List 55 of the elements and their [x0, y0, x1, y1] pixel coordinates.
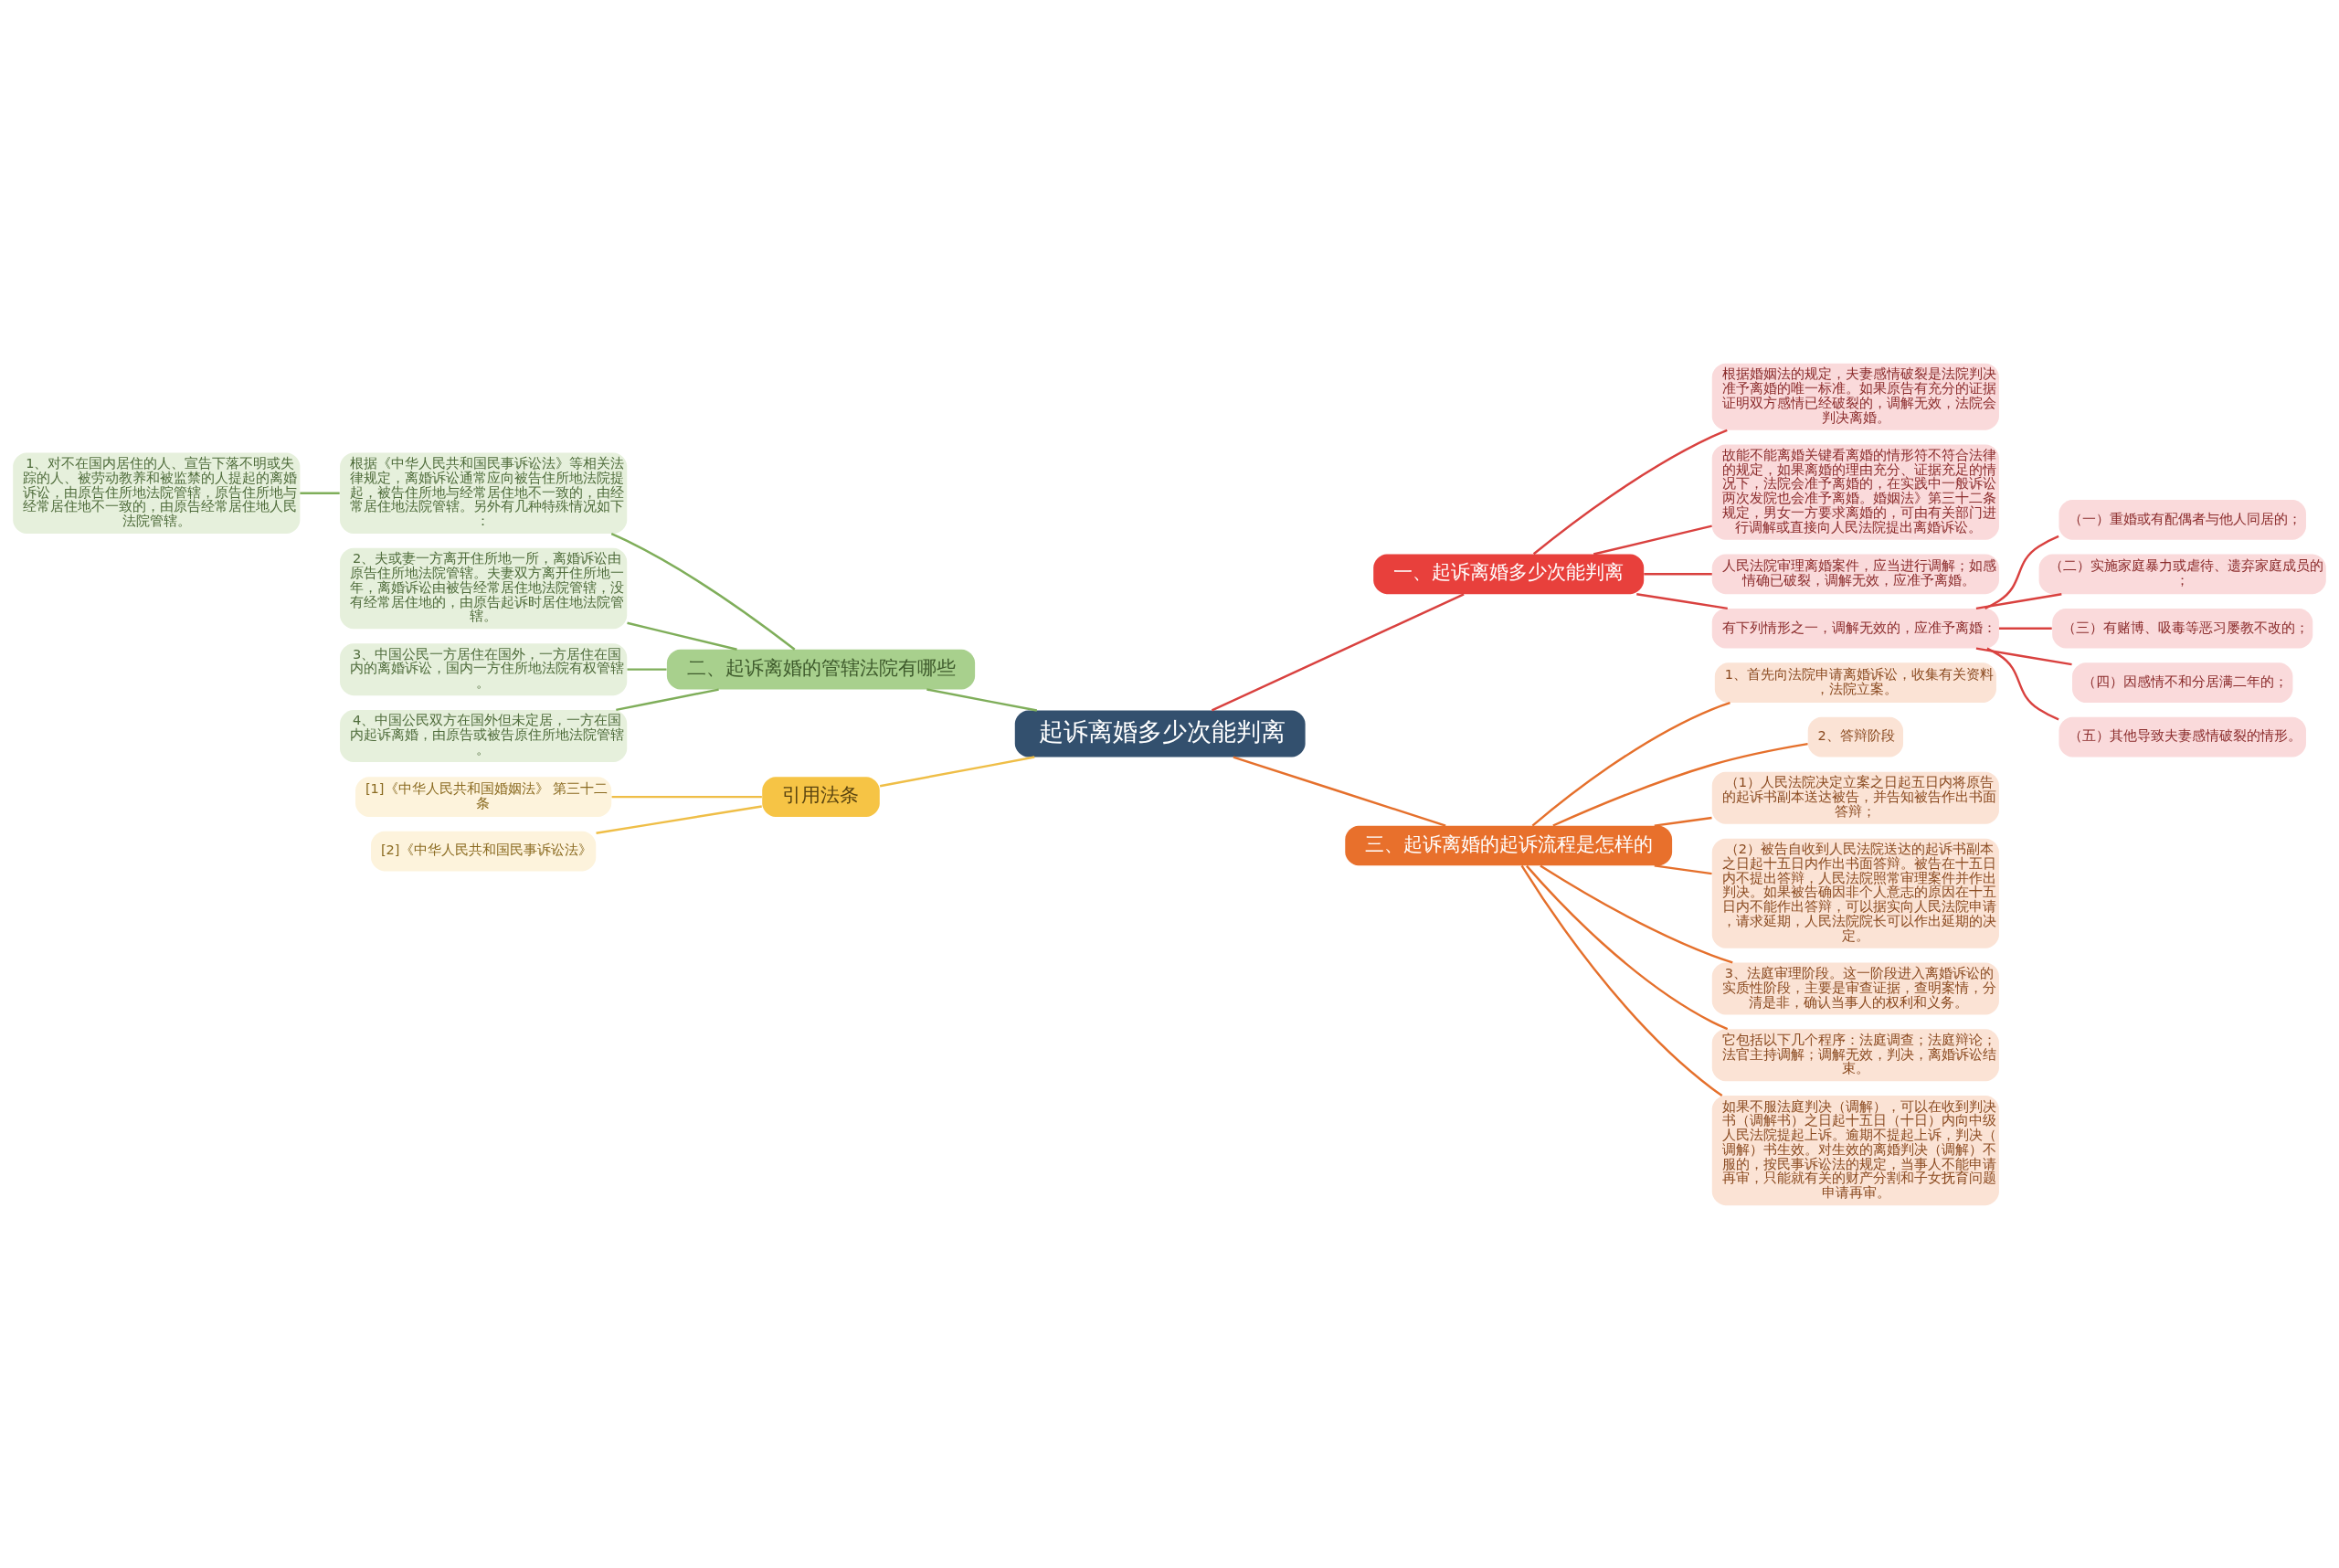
connector [1520, 864, 1723, 1097]
node-box: 根据《中华人民共和国民事诉讼法》等相关法律规定，离婚诉讼通常应向被告住所地法院提起，被告住所地与经常居住地不一致的，由经常居住地法院管辖。另外有几种特殊情况如下： [340, 452, 628, 534]
node-box: 1、首先向法院申请离婚诉讼，收集有关资料，法院立案。 [1714, 662, 1996, 703]
node-box: 4、中国公民双方在国外但未定居，一方在国内起诉离婚，由原告或被告原住所地法院管辖。 [340, 709, 628, 762]
node-box: （五）其他导致夫妻感情破裂的情形。 [2059, 716, 2306, 757]
node-box: 2、夫或妻一方离开住所地一所，离婚诉讼由原告住所地法院管辖。夫妻双方离开住所地一年，离婚诉讼由被告经常居住地法院管辖，没有经常居住地的，由原告起诉时居住地法院管辖。 [340, 547, 628, 629]
connector [1644, 572, 1712, 576]
connector [1552, 742, 1808, 827]
node-box: 3、法庭审理阶段。这一阶段进入离婚诉讼的实质性阶段，主要是审查证据，查明案情，分清是非，确认当事人的权利和义务。 [1711, 962, 1999, 1014]
connector [611, 795, 762, 798]
node-box: 根据婚姻法的规定，夫妻感情破裂是法院判决准予离婚的唯一标准。如果原告有充分的证据证明双方感情已经破裂的，调解无效，法院会判决离婚。 [1711, 363, 1999, 430]
node-box: [2]《中华人民共和国民事诉讼法》 [371, 831, 597, 871]
node-box: 有下列情形之一，调解无效的，应准予离婚： [1711, 608, 1999, 649]
node-box: （三）有赌博、吸毒等恶习屡教不改的； [2052, 608, 2313, 649]
connector [596, 804, 762, 834]
node-box: （二）实施家庭暴力或虐待、遗弃家庭成员的； [2038, 554, 2326, 594]
node-box: （一）重婚或有配偶者与他人同居的； [2059, 499, 2306, 540]
connector [1526, 864, 1729, 1030]
connector [1975, 646, 2072, 665]
connector [1984, 535, 2059, 609]
node-box: 起诉离婚多少次能判离 [1014, 710, 1306, 757]
node-box: （2）被告自收到人民法院送达的起诉书副本之日起十五日内作出书面答辩。被告在十五日内不提出答辩，人民法院照常审理案件并作出判决。如果被告确因非个人意志的原因在十五日内不能作出答辩，可以据实向人民法院申请，请求延期，人民法院院长可以作出延期的决定。 [1711, 838, 1999, 948]
connector [1532, 429, 1728, 555]
connector [1975, 592, 2062, 609]
connector [616, 687, 719, 711]
connector [1593, 524, 1712, 556]
node-box: 1、对不在国内居住的人、宣告下落不明或失踪的人、被劳动教养和被监禁的人提起的离婚诉讼，由原告住所地法院管辖，原告住所地与经常居住地不一致的，由原告经常居住地人民法院管辖。 [13, 452, 301, 534]
node-box: 人民法院审理离婚案件，应当进行调解；如感情确已破裂，调解无效，应准予离婚。 [1711, 554, 1999, 594]
node-box: 一、起诉离婚多少次能判离 [1373, 554, 1645, 594]
connector [1531, 701, 1730, 827]
node-box: （1）人民法院决定立案之日起五日内将原告的起诉书副本送达被告，并告知被告作出书面答辩； [1711, 771, 1999, 824]
node-box: 2、答辩阶段 [1807, 716, 1904, 757]
connector [879, 755, 1035, 787]
connector [610, 532, 796, 651]
node-box: （四）因感情不和分居满二年的； [2072, 662, 2293, 703]
node-box: 二、起诉离婚的管辖法院有哪些 [666, 649, 976, 689]
node-box: 3、中国公民一方居住在国外，一方居住在国内的离婚诉讼，国内一方住所地法院有权管辖。 [340, 642, 628, 695]
connector [627, 667, 667, 671]
connector [1654, 816, 1712, 827]
connector [1233, 755, 1446, 827]
node-box: 三、起诉离婚的起诉流程是怎样的 [1345, 825, 1673, 865]
connector [1654, 863, 1712, 874]
connector [300, 492, 340, 494]
connector [926, 687, 1038, 712]
connector [1998, 627, 2052, 630]
node-box: 它包括以下几个程序：法庭调查；法庭辩论；法官主持调解；调解无效，判决，离婚诉讼结束。 [1711, 1028, 1999, 1081]
node-box: [1]《中华人民共和国婚姻法》 第三十二条 [355, 776, 612, 817]
connector [1986, 647, 2059, 721]
node-box: 引用法条 [762, 776, 880, 817]
node-box: 如果不服法庭判决（调解），可以在收到判决书（调解书）之日起十五日（十日）内向中级人民法院提起上诉。逾期不提起上诉，判决（调解）书生效。对生效的离婚判决（调解）不服的，按民事诉讼法的规定，当事人不能申请再审，只能就有关的财产分割和子女抚育问题申请再审。 [1711, 1095, 1999, 1205]
connector [627, 621, 737, 651]
node-box: 故能不能离婚关键看离婚的情形符不符合法律的规定，如果离婚的理由充分、证据充足的情况下，法院会准予离婚的，在实践中一般诉讼两次发院也会准予离婚。婚姻法》第三十二条规定，男女一方要求离婚的，可由有关部门进行调解或直接向人民法院提出离婚诉讼。 [1711, 443, 1999, 540]
connector [1211, 592, 1465, 712]
connector [1540, 863, 1733, 964]
connector [1636, 592, 1728, 609]
